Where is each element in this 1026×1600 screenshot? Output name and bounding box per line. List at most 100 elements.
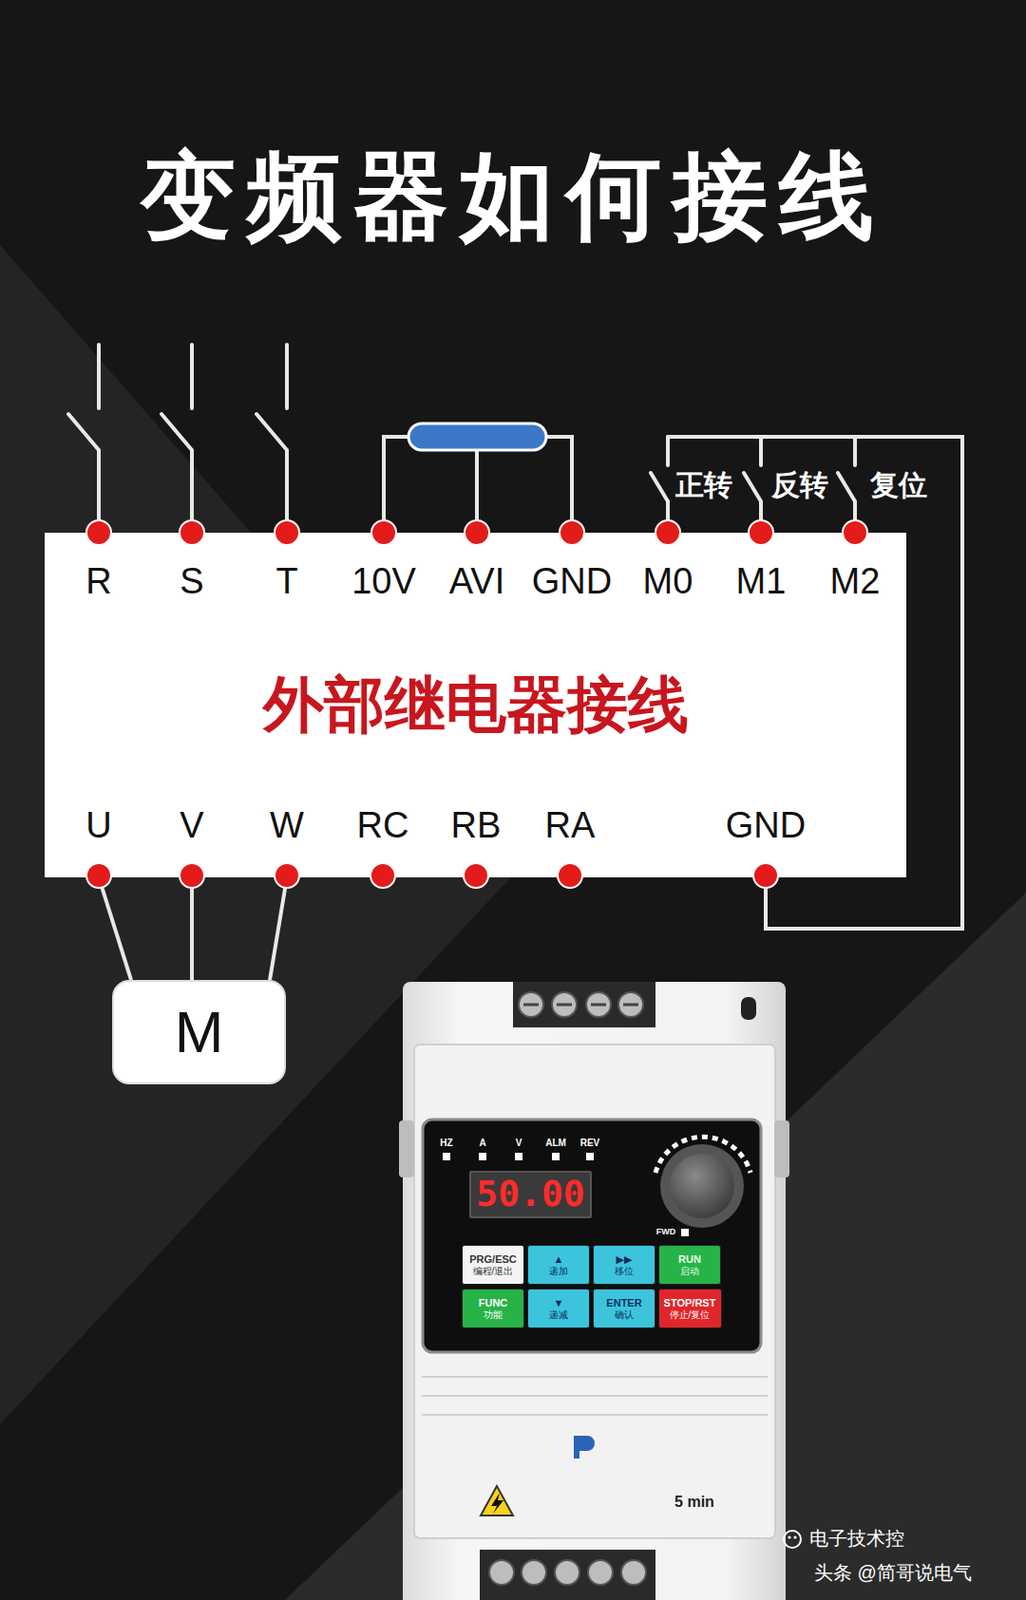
- power-switches: [68, 344, 287, 533]
- node-text: RUN: [678, 1254, 702, 1267]
- node-subtext: 功能: [483, 1310, 503, 1322]
- indicator-lamp: [514, 1153, 523, 1161]
- terminal-dot: [274, 863, 300, 889]
- knob-ring: [660, 1144, 744, 1229]
- lightning-symbol: [491, 1493, 504, 1515]
- warning-triangle: [480, 1486, 513, 1517]
- node-subtext: 启动: [680, 1266, 700, 1278]
- keypad-panel: [422, 1120, 761, 1353]
- power-switch: [256, 344, 287, 533]
- keypad-button: ▼递减: [527, 1289, 590, 1330]
- node-text: ▶▶: [616, 1254, 633, 1267]
- node-subtext: 确认: [614, 1310, 634, 1322]
- title: 变频器如何接线: [0, 138, 1026, 253]
- keypad-button: ▶▶移位: [592, 1245, 656, 1286]
- terminal-dot: [86, 863, 112, 889]
- terminal-name: V: [179, 806, 204, 847]
- terminal-name: GND: [725, 806, 806, 847]
- terminal-block: [513, 982, 656, 1028]
- icon-dot: [787, 1536, 791, 1539]
- warning-note: 5 min: [674, 1494, 715, 1512]
- terminal-name: T: [275, 562, 298, 603]
- power-switch: [161, 344, 192, 533]
- watermark: 头条 @简哥说电气: [814, 1562, 972, 1584]
- indicator-lamps: [442, 1153, 594, 1161]
- node-subtext: 停止/复位: [669, 1310, 711, 1322]
- terminal-name: RB: [451, 806, 502, 847]
- node-text: PRG/ESC: [469, 1254, 517, 1267]
- vfd-housing: [402, 982, 786, 1600]
- vent-grooves: [421, 1377, 768, 1416]
- terminal-dot: [842, 520, 868, 546]
- terminal-dot: [559, 520, 585, 546]
- screw: [521, 1560, 547, 1586]
- terminal-dot: [557, 863, 583, 889]
- switch-symbol: [743, 437, 761, 533]
- switch-symbol: [650, 437, 668, 533]
- indicator-label: REV: [580, 1138, 601, 1149]
- vfd-illustration: [399, 982, 790, 1600]
- fwd-lamp: [681, 1229, 689, 1237]
- terminal-name: M0: [643, 562, 694, 603]
- terminal-block: [479, 1550, 656, 1600]
- switch-label: 反转: [771, 469, 829, 501]
- motor-wire: [269, 877, 287, 981]
- terminal-name: S: [179, 562, 204, 603]
- node-subtext: 递减: [549, 1310, 569, 1322]
- terminal-screws: [518, 992, 644, 1018]
- terminal-dot: [179, 863, 205, 889]
- wechat-icon: [783, 1531, 801, 1549]
- screw: [588, 1560, 613, 1586]
- watermark: 电子技术控: [809, 1528, 905, 1550]
- switch-symbol: [837, 437, 855, 533]
- front-plate: [414, 1045, 776, 1539]
- indicator-lamp: [478, 1153, 487, 1161]
- terminal-dot: [753, 863, 779, 889]
- screw-slot: [523, 1004, 639, 1007]
- indicator-label: FWD: [656, 1228, 677, 1238]
- terminal-dot: [179, 520, 205, 546]
- keypad-button: PRG/ESC编程/退出: [461, 1245, 525, 1286]
- terminal-name: RA: [545, 806, 596, 847]
- switch-label: 复位: [870, 469, 928, 501]
- node-text: ▼: [553, 1297, 565, 1311]
- node-text: 外部继电器接线: [263, 670, 689, 741]
- node-text: ▲: [553, 1254, 565, 1267]
- terminal-dot: [86, 520, 112, 546]
- motor-box: M: [112, 980, 286, 1085]
- keypad-button: FUNC功能: [461, 1289, 525, 1330]
- indicator-label: ALM: [545, 1138, 567, 1149]
- node-text: ENTER: [606, 1297, 642, 1311]
- terminal-dot: [464, 520, 490, 546]
- brand-logo: [573, 1436, 595, 1460]
- node-text: 50.00: [475, 1174, 585, 1216]
- indicator-lamp: [551, 1153, 560, 1161]
- indicator-label: A: [478, 1138, 486, 1149]
- terminal-name: AVI: [449, 562, 505, 603]
- keypad-button: ENTER确认: [592, 1289, 656, 1330]
- terminal-name: GND: [532, 562, 612, 603]
- node-text: FUNC: [478, 1297, 509, 1311]
- indicator-label: V: [515, 1138, 523, 1149]
- terminal-dot: [274, 520, 300, 546]
- node-text: M: [174, 998, 225, 1066]
- indicator-label: HZ: [439, 1138, 453, 1149]
- terminal-name: R: [85, 562, 112, 603]
- potentiometer-symbol: [408, 423, 547, 451]
- terminal-name: M1: [736, 562, 787, 603]
- terminal-dot: [463, 863, 489, 889]
- side-clip: [774, 1121, 790, 1178]
- terminal-name: RC: [357, 806, 410, 847]
- screw: [554, 1560, 580, 1586]
- wire: [544, 437, 572, 533]
- terminal-dot: [655, 520, 681, 546]
- icon-dot: [793, 1536, 797, 1539]
- indicator-lamp: [586, 1153, 594, 1161]
- indicator-lamp: [442, 1153, 451, 1161]
- led-display: 50.00: [469, 1171, 592, 1219]
- terminal-name: W: [269, 806, 304, 847]
- groove: [421, 1377, 768, 1416]
- terminal-dot: [370, 863, 396, 889]
